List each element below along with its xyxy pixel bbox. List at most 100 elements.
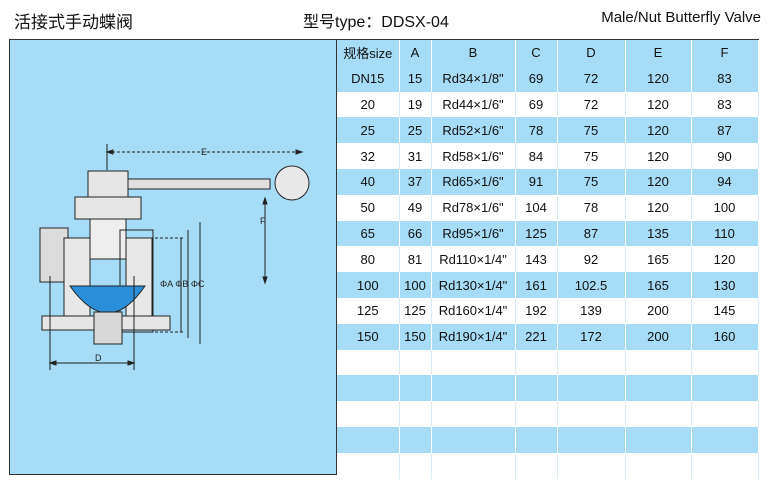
- table-cell: 91: [515, 168, 558, 195]
- spec-sheet-frame: E F D ΦA ΦB ΦC 规格size A B C D E F: [9, 39, 759, 479]
- table-cell: 120: [691, 246, 759, 273]
- table-cell: 120: [625, 65, 692, 92]
- table-cell: [337, 375, 400, 402]
- table-cell: Rd78×1/6": [431, 194, 516, 221]
- table-cell: 150: [337, 323, 400, 350]
- table-cell: 83: [691, 65, 759, 92]
- table-cell: 160: [691, 323, 759, 350]
- table-cell: 15: [399, 65, 432, 92]
- table-cell: 65: [337, 220, 400, 247]
- column-header: C: [515, 40, 558, 66]
- table-cell: 135: [625, 220, 692, 247]
- table-cell: 37: [399, 168, 432, 195]
- table-cell: 72: [557, 91, 626, 118]
- model-value: type：DDSX-04: [335, 14, 449, 31]
- column-header: B: [431, 40, 516, 66]
- page-header: 活接式手动蝶阀 型号type：DDSX-04 Male/Nut Butterfl…: [0, 0, 769, 38]
- table-cell: 120: [625, 168, 692, 195]
- table-cell: 100: [691, 194, 759, 221]
- table-cell: [625, 426, 692, 453]
- table-cell: 69: [515, 91, 558, 118]
- dim-label-f: F: [260, 216, 266, 226]
- table-cell: Rd65×1/6": [431, 168, 516, 195]
- table-cell: [431, 452, 516, 479]
- table-cell: 161: [515, 272, 558, 298]
- table-cell: [515, 401, 558, 427]
- table-cell: [557, 452, 626, 479]
- table-cell: 94: [691, 168, 759, 195]
- table-cell: [515, 426, 558, 453]
- table-cell: 120: [625, 143, 692, 169]
- table-cell: [515, 375, 558, 402]
- table-cell: [399, 349, 432, 376]
- table-cell: 69: [515, 65, 558, 92]
- table-cell: 139: [557, 297, 626, 324]
- table-cell: 125: [399, 297, 432, 324]
- table-cell: [625, 401, 692, 427]
- table-cell: 75: [557, 143, 626, 169]
- table-cell: DN15: [337, 65, 400, 92]
- table-cell: 49: [399, 194, 432, 221]
- table-cell: 125: [515, 220, 558, 247]
- table-cell: 102.5: [557, 272, 626, 298]
- valve-drawing: E F D ΦA ΦB ΦC: [39, 144, 310, 370]
- column-header: F: [691, 40, 759, 66]
- valve-drawing-panel: E F D ΦA ΦB ΦC: [10, 40, 337, 474]
- table-row-empty: [337, 375, 759, 402]
- table-cell: [557, 401, 626, 427]
- table-cell: [625, 349, 692, 376]
- table-row-empty: [337, 426, 759, 453]
- table-row-empty: [337, 401, 759, 427]
- table-cell: Rd160×1/4": [431, 297, 516, 324]
- table-cell: 150: [399, 323, 432, 350]
- dim-label-e: E: [201, 147, 207, 157]
- dim-label-phi: ΦA ΦB ΦC: [160, 279, 205, 289]
- table-cell: 50: [337, 194, 400, 221]
- table-cell: 81: [399, 246, 432, 273]
- table-cell: [625, 375, 692, 402]
- table-cell: 192: [515, 297, 558, 324]
- table-cell: Rd110×1/4": [431, 246, 516, 273]
- table-cell: [431, 375, 516, 402]
- model-label: 型号type：DDSX-04: [303, 8, 449, 32]
- table-cell: 143: [515, 246, 558, 273]
- table-cell: Rd34×1/8": [431, 65, 516, 92]
- table-cell: 165: [625, 246, 692, 273]
- table-header-row: 规格size A B C D E F: [337, 40, 759, 66]
- table-cell: [515, 349, 558, 376]
- table-cell: 200: [625, 323, 692, 350]
- title-chinese: 活接式手动蝶阀: [14, 13, 133, 33]
- table-cell: 83: [691, 91, 759, 118]
- column-header: A: [399, 40, 432, 66]
- table-cell: 221: [515, 323, 558, 350]
- table-cell: 25: [399, 117, 432, 144]
- table-cell: Rd130×1/4": [431, 272, 516, 298]
- table-cell: 100: [399, 272, 432, 298]
- table-cell: [431, 401, 516, 427]
- table-row-empty: [337, 452, 759, 479]
- table-cell: 20: [337, 91, 400, 118]
- table-cell: 87: [691, 117, 759, 144]
- table-cell: [625, 452, 692, 479]
- table-cell: Rd44×1/6": [431, 91, 516, 118]
- table-cell: 104: [515, 194, 558, 221]
- table-cell: 110: [691, 220, 759, 247]
- title-english: Male/Nut Butterfly Valve: [601, 9, 761, 26]
- table-cell: 78: [557, 194, 626, 221]
- table-cell: [691, 452, 759, 479]
- table-cell: [431, 349, 516, 376]
- table-cell: Rd190×1/4": [431, 323, 516, 350]
- table-cell: 145: [691, 297, 759, 324]
- table-cell: [337, 452, 400, 479]
- table-cell: 200: [625, 297, 692, 324]
